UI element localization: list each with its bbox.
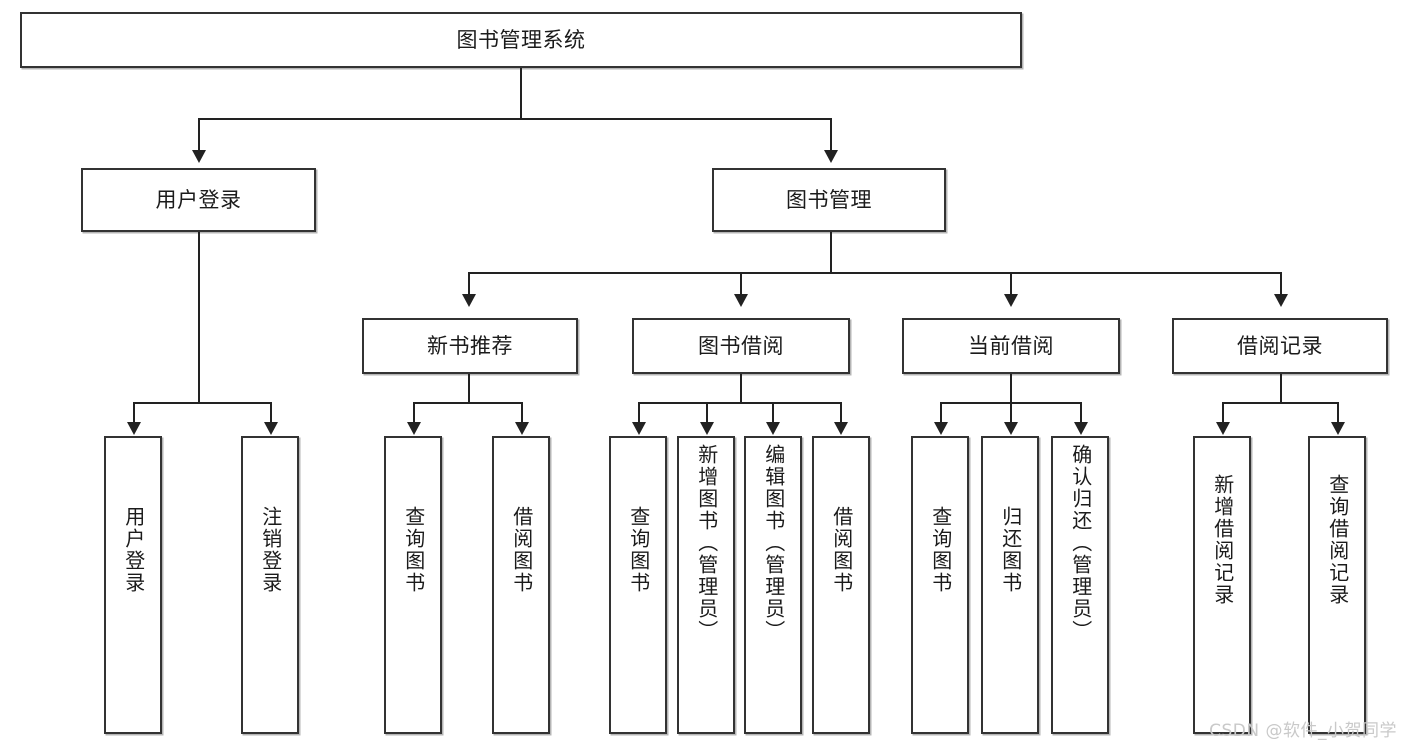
node-book-borrow[interactable]: 图书借阅 xyxy=(632,318,850,374)
arrow-cb-to-leaf-1 xyxy=(934,422,948,435)
connector-nb-to-leaf-1 xyxy=(413,402,415,424)
node-label: 图书管理系统 xyxy=(456,27,586,52)
node-book-management[interactable]: 图书管理 xyxy=(712,168,946,232)
connector-cb-to-leaf-3 xyxy=(1080,402,1082,424)
node-label: 借阅记录 xyxy=(1237,333,1323,358)
node-leaf-borrow-book-bb[interactable]: 借阅图书 xyxy=(812,436,870,734)
connector-br-to-leaf-2 xyxy=(1337,402,1339,424)
arrow-user-login-to-leaf-1 xyxy=(127,422,141,435)
node-leaf-query-book-bb[interactable]: 查询图书 xyxy=(609,436,667,734)
node-leaf-borrow-book-nb[interactable]: 借阅图书 xyxy=(492,436,550,734)
arrow-nb-to-leaf-1 xyxy=(407,422,421,435)
connector-book-management-bus xyxy=(468,272,1280,274)
arrow-bm-to-book-borrow xyxy=(734,294,748,307)
connector-br-to-leaf-1 xyxy=(1222,402,1224,424)
node-label: 查询借阅记录 xyxy=(1325,474,1350,606)
arrow-nb-to-leaf-2 xyxy=(515,422,529,435)
node-leaf-add-book-admin[interactable]: 新增图书（管理员） xyxy=(677,436,735,734)
connector-new-book-bus xyxy=(413,402,523,404)
arrow-br-to-leaf-2 xyxy=(1331,422,1345,435)
connector-user-login-to-leaf-1 xyxy=(133,402,135,424)
connector-bm-to-current-borrow xyxy=(1010,272,1012,296)
node-label: 用户登录 xyxy=(121,506,146,594)
node-label: 新书推荐 xyxy=(427,333,513,358)
connector-bb-to-leaf-1 xyxy=(638,402,640,424)
connector-root-stem xyxy=(520,68,522,118)
arrow-user-login-to-leaf-2 xyxy=(264,422,278,435)
connector-current-borrow-stem xyxy=(1010,374,1012,402)
node-borrow-record[interactable]: 借阅记录 xyxy=(1172,318,1388,374)
node-leaf-query-borrow-record[interactable]: 查询借阅记录 xyxy=(1308,436,1366,734)
connector-bm-to-borrow-record xyxy=(1280,272,1282,296)
connector-bm-to-book-borrow xyxy=(740,272,742,296)
arrow-bb-to-leaf-4 xyxy=(834,422,848,435)
connector-cb-to-leaf-2 xyxy=(1010,402,1012,424)
node-user-login[interactable]: 用户登录 xyxy=(81,168,316,232)
node-label: 当前借阅 xyxy=(968,333,1054,358)
connector-bb-to-leaf-2 xyxy=(706,402,708,424)
connector-borrow-record-stem xyxy=(1280,374,1282,402)
connector-root-to-user-login xyxy=(198,118,200,150)
node-label: 查询图书 xyxy=(626,506,651,594)
connector-root-to-book-management xyxy=(830,118,832,150)
connector-bb-to-leaf-4 xyxy=(840,402,842,424)
arrow-bm-to-current-borrow xyxy=(1004,294,1018,307)
node-label: 查询图书 xyxy=(928,506,953,594)
connector-borrow-record-bus xyxy=(1222,402,1339,404)
node-label: 图书管理 xyxy=(786,187,872,212)
node-label: 借阅图书 xyxy=(829,506,854,594)
node-leaf-logout[interactable]: 注销登录 xyxy=(241,436,299,734)
node-leaf-query-book-nb[interactable]: 查询图书 xyxy=(384,436,442,734)
arrow-bm-to-borrow-record xyxy=(1274,294,1288,307)
node-leaf-edit-book-admin[interactable]: 编辑图书（管理员） xyxy=(744,436,802,734)
arrow-cb-to-leaf-3 xyxy=(1074,422,1088,435)
node-label: 编辑图书（管理员） xyxy=(761,444,786,642)
node-label: 图书借阅 xyxy=(698,333,784,358)
connector-root-bus xyxy=(198,118,832,120)
arrow-bm-to-new-book xyxy=(462,294,476,307)
connector-book-management-stem xyxy=(830,232,832,272)
node-root-book-management-system[interactable]: 图书管理系统 xyxy=(20,12,1022,68)
arrow-br-to-leaf-1 xyxy=(1216,422,1230,435)
node-leaf-return-book[interactable]: 归还图书 xyxy=(981,436,1039,734)
arrow-bb-to-leaf-2 xyxy=(700,422,714,435)
node-label: 查询图书 xyxy=(401,506,426,594)
connector-nb-to-leaf-2 xyxy=(521,402,523,424)
node-label: 新增图书（管理员） xyxy=(694,444,719,642)
node-leaf-add-borrow-record[interactable]: 新增借阅记录 xyxy=(1193,436,1251,734)
node-label: 确认归还（管理员） xyxy=(1068,444,1093,642)
arrow-root-to-user-login xyxy=(192,150,206,163)
node-label: 用户登录 xyxy=(155,187,242,212)
node-label: 归还图书 xyxy=(998,506,1023,594)
arrow-bb-to-leaf-1 xyxy=(632,422,646,435)
connector-book-borrow-bus xyxy=(638,402,842,404)
node-current-borrow[interactable]: 当前借阅 xyxy=(902,318,1120,374)
node-leaf-query-book-cb[interactable]: 查询图书 xyxy=(911,436,969,734)
connector-user-login-bus xyxy=(133,402,270,404)
watermark-text: CSDN @软件_小贺同学 xyxy=(1209,721,1397,741)
connector-bb-to-leaf-3 xyxy=(772,402,774,424)
node-leaf-confirm-return-admin[interactable]: 确认归还（管理员） xyxy=(1051,436,1109,734)
connector-new-book-stem xyxy=(468,374,470,402)
connector-cb-to-leaf-1 xyxy=(940,402,942,424)
arrow-bb-to-leaf-3 xyxy=(766,422,780,435)
node-leaf-user-login[interactable]: 用户登录 xyxy=(104,436,162,734)
connector-book-borrow-stem xyxy=(740,374,742,402)
node-label: 注销登录 xyxy=(258,506,283,594)
arrow-cb-to-leaf-2 xyxy=(1004,422,1018,435)
connector-user-login-stem xyxy=(198,232,200,402)
node-new-book-recommend[interactable]: 新书推荐 xyxy=(362,318,578,374)
node-label: 借阅图书 xyxy=(509,506,534,594)
connector-user-login-to-leaf-2 xyxy=(270,402,272,424)
arrow-root-to-book-management xyxy=(824,150,838,163)
connector-bm-to-new-book xyxy=(468,272,470,296)
node-label: 新增借阅记录 xyxy=(1210,474,1235,606)
